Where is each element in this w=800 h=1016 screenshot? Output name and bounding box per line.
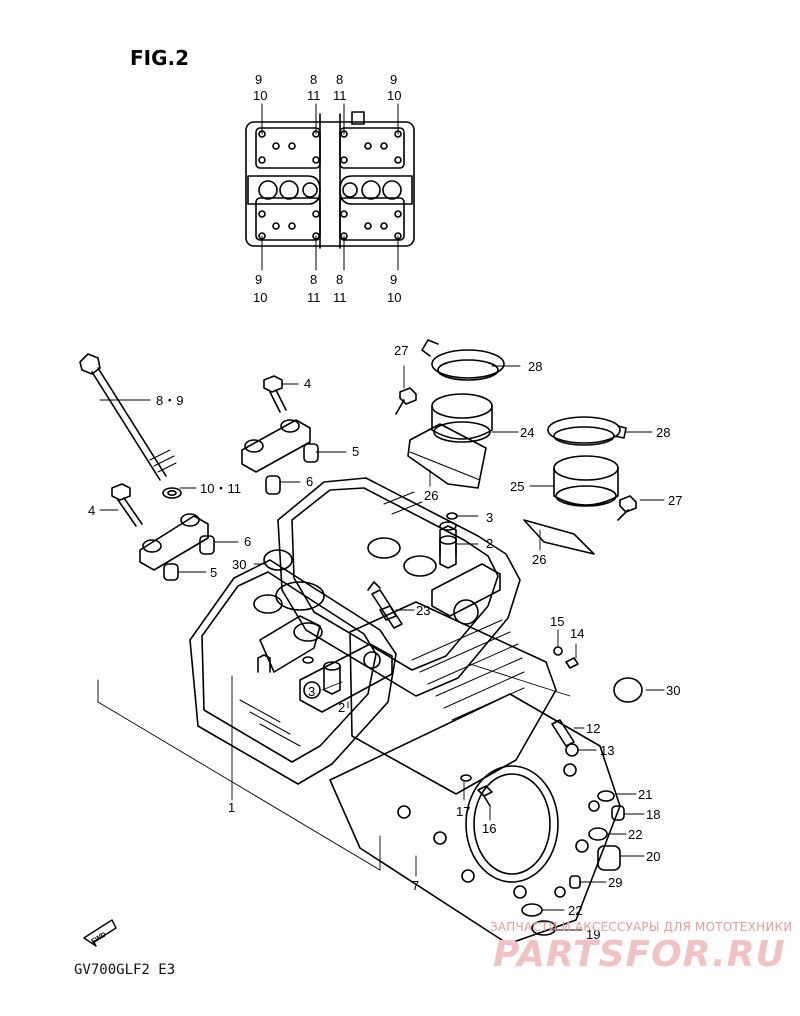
inset-label: 11 bbox=[307, 290, 321, 305]
inset-label: 8 bbox=[310, 72, 317, 87]
callout: 22 bbox=[628, 827, 642, 842]
callout-labels: 9 10 8 11 8 11 9 10 9 10 8 11 8 11 9 10 … bbox=[88, 72, 682, 946]
fwd-arrow bbox=[83, 919, 117, 947]
callout: 27 bbox=[394, 343, 408, 358]
callout: 4 bbox=[88, 503, 95, 518]
inset-label: 8 bbox=[336, 72, 343, 87]
cylinder-fins bbox=[349, 601, 557, 795]
callout: 23 bbox=[416, 603, 430, 618]
callout: 8・9 bbox=[156, 393, 183, 408]
rocker-holder-upper bbox=[241, 375, 319, 495]
intake-pipe-front bbox=[395, 339, 505, 489]
callout: 10・11 bbox=[200, 481, 241, 496]
inset-label: 8 bbox=[336, 272, 343, 287]
inset-label: 11 bbox=[307, 88, 321, 103]
callout: 28 bbox=[528, 359, 542, 374]
callout: 26 bbox=[532, 552, 546, 567]
callout: 15 bbox=[550, 614, 564, 629]
callout: 27 bbox=[668, 493, 682, 508]
callout: 26 bbox=[424, 488, 438, 503]
callout: 20 bbox=[646, 849, 660, 864]
inset-label: 11 bbox=[333, 88, 347, 103]
intake-pipe-rear bbox=[523, 416, 637, 555]
inset-label: 10 bbox=[387, 88, 401, 103]
callout: 17 bbox=[456, 804, 470, 819]
fwd-label: FWD bbox=[90, 931, 107, 945]
callout: 2 bbox=[486, 536, 493, 551]
inset-label: 9 bbox=[390, 72, 397, 87]
callout: 22 bbox=[568, 903, 582, 918]
callout: 29 bbox=[608, 875, 622, 890]
callout: 3 bbox=[308, 684, 315, 699]
callout: 14 bbox=[570, 626, 584, 641]
callout: 6 bbox=[306, 474, 313, 489]
inset-label: 9 bbox=[390, 272, 397, 287]
callout: 4 bbox=[304, 376, 311, 391]
leader-lines bbox=[97, 365, 665, 931]
callout: 7 bbox=[412, 878, 419, 893]
callout: 25 bbox=[510, 479, 524, 494]
small-parts bbox=[263, 549, 643, 936]
callout: 2 bbox=[338, 700, 345, 715]
figure-title: FIG.2 bbox=[130, 46, 190, 70]
inset-label: 8 bbox=[310, 272, 317, 287]
callout: 1 bbox=[228, 800, 235, 815]
callout: 6 bbox=[244, 534, 251, 549]
callout: 30 bbox=[232, 557, 246, 572]
callout: 19 bbox=[586, 927, 600, 942]
front-cylinder-head bbox=[189, 559, 397, 785]
inset-label: 10 bbox=[253, 88, 267, 103]
inset-label: 9 bbox=[255, 72, 262, 87]
rocker-holder-lower bbox=[111, 483, 215, 581]
inset-label: 9 bbox=[255, 272, 262, 287]
rear-cylinder-head bbox=[275, 477, 521, 697]
model-code: GV700GLF2 E3 bbox=[74, 962, 176, 978]
long-bolt-8-9 bbox=[79, 353, 182, 499]
bolt-pattern-inset bbox=[245, 103, 415, 271]
callout: 13 bbox=[600, 743, 614, 758]
spark-plug bbox=[367, 581, 403, 629]
callout: 21 bbox=[638, 787, 652, 802]
callout: 3 bbox=[486, 510, 493, 525]
inset-label: 10 bbox=[387, 290, 401, 305]
studs bbox=[302, 512, 458, 695]
watermark-logo: PARTSFOR.RU bbox=[493, 934, 786, 975]
inset-label: 10 bbox=[253, 290, 267, 305]
callout: 16 bbox=[482, 821, 496, 836]
callout: 30 bbox=[666, 683, 680, 698]
callout: 28 bbox=[656, 425, 670, 440]
watermark-tagline: ЗАПЧАСТИ И АКСЕССУАРЫ ДЛЯ МОТОТЕХНИКИ bbox=[490, 920, 793, 934]
callout: 24 bbox=[520, 425, 534, 440]
callout: 18 bbox=[646, 807, 660, 822]
callout: 5 bbox=[352, 444, 359, 459]
callout: 5 bbox=[210, 565, 217, 580]
inset-label: 11 bbox=[333, 290, 347, 305]
callout: 12 bbox=[586, 721, 600, 736]
